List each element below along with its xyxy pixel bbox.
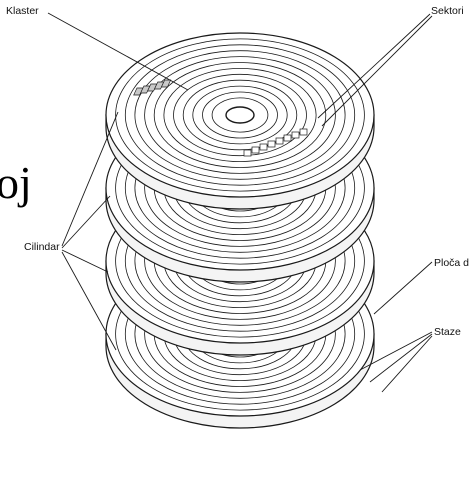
sector-cell — [284, 135, 291, 141]
sector-cell — [300, 129, 307, 135]
leader-staze-2 — [370, 334, 432, 382]
leader-cilindar-3 — [62, 250, 108, 272]
label-klaster: Klaster — [6, 5, 39, 17]
sector-cell — [276, 138, 283, 144]
label-cilindar: Cilindar — [24, 241, 60, 253]
sector-cell — [268, 141, 275, 147]
label-staze: Staze — [434, 326, 461, 338]
platter-1 — [106, 33, 374, 209]
leader-cilindar-2 — [62, 196, 110, 248]
sector-cell — [260, 144, 267, 150]
label-sektori: Sektori — [431, 5, 464, 17]
sector-cell — [244, 150, 251, 156]
leader-staze-3 — [382, 336, 432, 392]
spindle-hole — [226, 107, 254, 123]
sector-cell — [292, 132, 299, 138]
sector-cell — [252, 147, 259, 153]
label-ploca: Ploča d — [434, 257, 469, 269]
leader-ploca — [374, 262, 432, 314]
